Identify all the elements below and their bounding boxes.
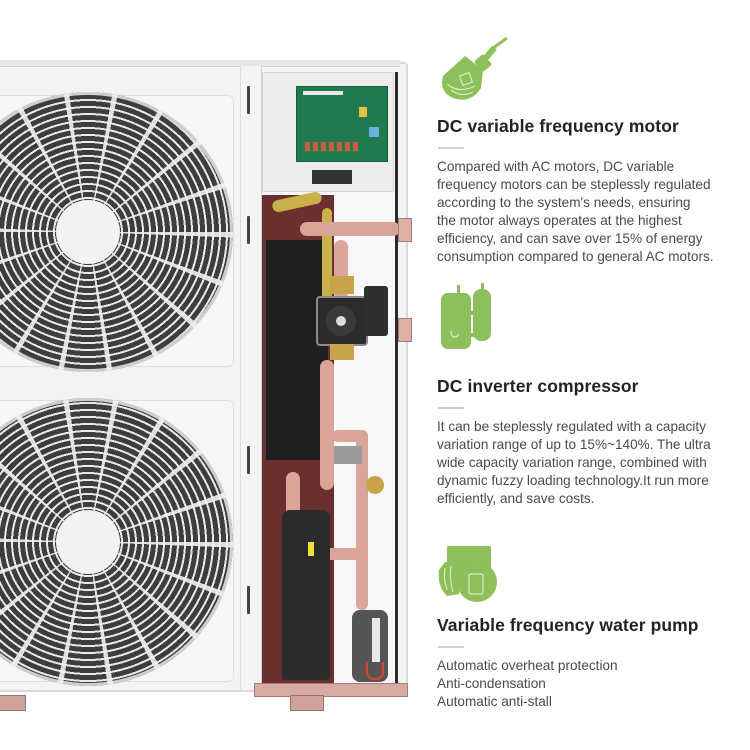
pcb-relay: [353, 142, 358, 151]
feature-dc-motor: DC variable frequency motor Compared wit…: [437, 116, 750, 266]
pcb-relay: [305, 142, 310, 151]
feature-title: Variable frequency water pump: [437, 615, 699, 635]
yellow-pipe: [322, 208, 332, 318]
rear-shadow: [266, 240, 328, 460]
pcb-relay: [313, 142, 318, 151]
side-wall: [240, 66, 262, 690]
unit-foot: [290, 695, 324, 711]
brass-fitting: [330, 344, 354, 360]
description-line: Automatic overheat protection: [437, 658, 618, 673]
pcb-component: [369, 127, 379, 137]
mounting-bracket: [398, 218, 412, 242]
feature-title: DC inverter compressor: [437, 376, 639, 396]
pcb-capacitor: [359, 107, 367, 117]
red-cable: [366, 662, 384, 680]
copper-pipe: [356, 430, 368, 610]
copper-pipe: [332, 430, 368, 442]
copper-pipe: [320, 360, 334, 490]
wall-slot: [247, 446, 250, 474]
feature-water-pump: Variable frequency water pump Automatic …: [437, 615, 750, 711]
wall-slot: [247, 216, 250, 244]
description-line: according to the system's needs, ensurin…: [437, 195, 691, 210]
pcb-relay: [329, 142, 334, 151]
description-line: consumption compared to general AC motor…: [437, 249, 714, 264]
pcb-relay: [321, 142, 326, 151]
valve-bracket: [334, 446, 362, 464]
pump-screw: [336, 316, 346, 326]
mounting-bracket: [398, 318, 412, 342]
cabinet-top-edge: [0, 60, 400, 67]
description-line: Automatic anti-stall: [437, 694, 552, 709]
wall-slot: [247, 86, 250, 114]
dc-motor-icon: [437, 36, 511, 110]
pcb-relay: [345, 142, 350, 151]
fan-hub: [56, 510, 120, 574]
description-line: the motor always operates at the highest: [437, 213, 682, 228]
wall-slot: [247, 586, 250, 614]
fan-hub: [56, 200, 120, 264]
description-line: dynamic fuzzy loading technology.It run …: [437, 473, 709, 488]
description-line: efficiency, and can save over 15% of ene…: [437, 231, 703, 246]
description-line: efficiently, and save costs.: [437, 491, 595, 506]
water-pump-icon: [437, 544, 503, 606]
brass-valve: [366, 476, 384, 494]
compressor-unit: [282, 510, 330, 680]
description-line: variation range of up to 15%~140%. The u…: [437, 437, 711, 452]
unit-base: [254, 683, 408, 697]
description-line: Anti-condensation: [437, 676, 546, 691]
pcb-connector: [303, 91, 343, 95]
brass-fitting: [330, 276, 354, 294]
yellow-sensor: [308, 542, 314, 556]
feature-title: DC variable frequency motor: [437, 116, 679, 136]
description-line: It can be steplessly regulated with a ca…: [437, 419, 707, 434]
water-pump-body: [316, 296, 368, 346]
pcb-relay: [337, 142, 342, 151]
unit-foot: [0, 695, 26, 711]
description-line: wide capacity variation range, combined …: [437, 455, 707, 470]
copper-pipe: [300, 222, 400, 236]
description-line: Compared with AC motors, DC variable: [437, 159, 675, 174]
title-underline: [438, 147, 464, 149]
terminal-block: [312, 170, 352, 184]
heat-pump-illustration: [0, 60, 412, 711]
pump-control-box: [364, 286, 388, 336]
title-underline: [438, 646, 464, 648]
description-line: frequency motors can be steplessly regul…: [437, 177, 711, 192]
lower-fan-grille: [0, 398, 233, 686]
feature-description: Compared with AC motors, DC variable fre…: [437, 158, 750, 266]
upper-fan-grille: [0, 92, 233, 372]
circuit-board: [296, 86, 388, 162]
feature-description: Automatic overheat protection Anti-conde…: [437, 657, 750, 711]
feature-inverter-compressor: DC inverter compressor It can be steples…: [437, 376, 750, 508]
feature-description: It can be steplessly regulated with a ca…: [437, 418, 750, 508]
title-underline: [438, 407, 464, 409]
white-sensor: [372, 618, 380, 662]
compressor-icon: [437, 283, 497, 349]
